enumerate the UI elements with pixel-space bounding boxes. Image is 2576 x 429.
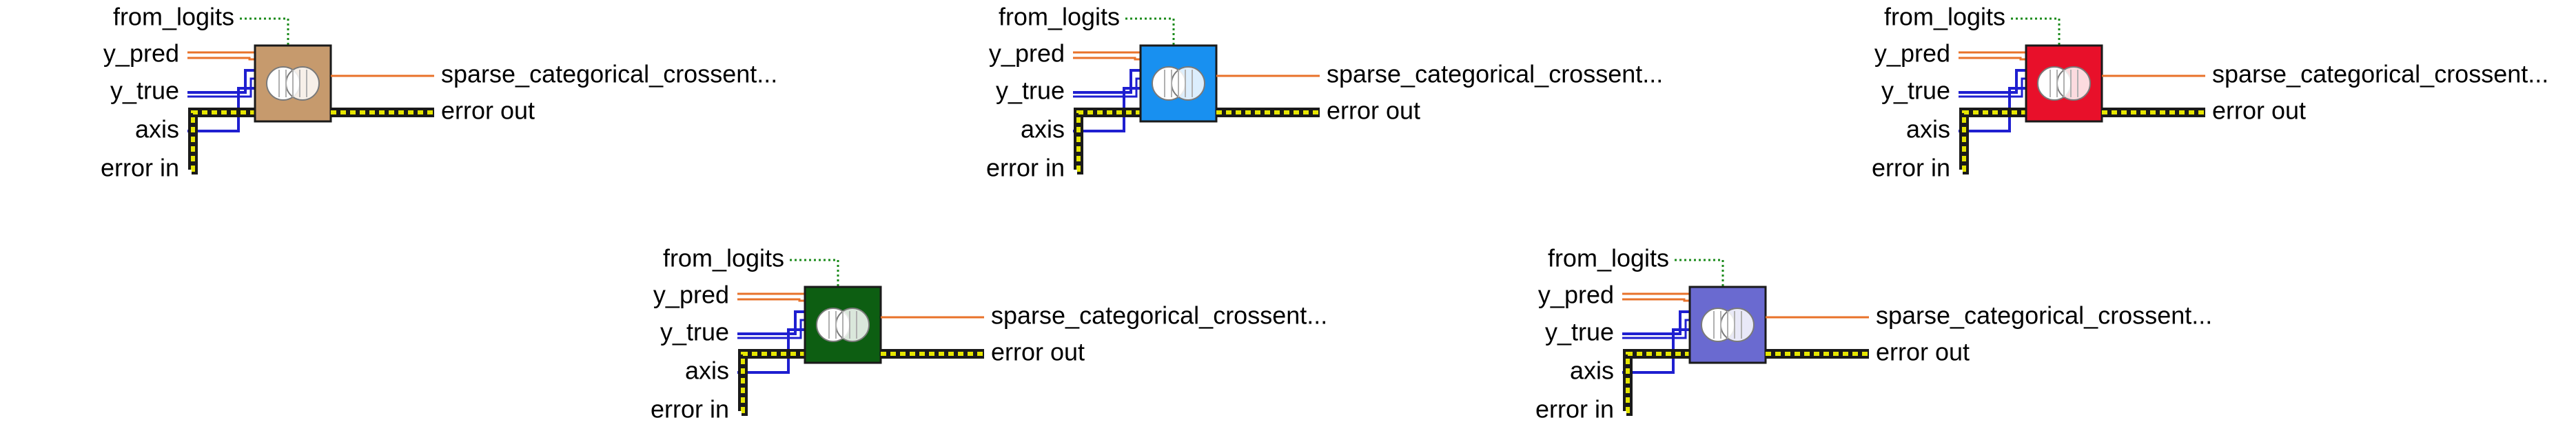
axis-label: axis	[1021, 115, 1065, 143]
y-pred-label: y_pred	[653, 281, 729, 309]
error-out-label: error out	[2212, 97, 2306, 125]
from-logits-label: from_logits	[663, 244, 784, 272]
error-in-wire	[741, 352, 805, 413]
from-logits-label: from_logits	[113, 3, 234, 31]
error-in-label: error in	[1535, 395, 1614, 423]
axis-label: axis	[1570, 357, 1614, 385]
axis-label: axis	[1906, 115, 1950, 143]
y-pred-wire-2	[737, 298, 805, 302]
error-in-label: error in	[1872, 154, 1950, 182]
result-output-label: sparse_categorical_crossent...	[991, 301, 1327, 330]
from-logits-wire	[790, 259, 839, 287]
error-out-label: error out	[1327, 97, 1420, 125]
y-true-label: y_true	[1545, 318, 1614, 346]
y-pred-wire-2	[1959, 57, 2026, 61]
y-true-label: y_true	[660, 318, 729, 346]
y-true-wire	[187, 69, 255, 94]
y-pred-wire-2	[1622, 298, 1690, 302]
error-in-label: error in	[986, 154, 1065, 182]
y-pred-label: y_pred	[989, 39, 1065, 68]
error-out-label: error out	[991, 338, 1085, 366]
from-logits-wire	[1125, 17, 1175, 46]
axis-label: axis	[135, 115, 179, 143]
from-logits-wire	[2011, 17, 2061, 46]
error-in-wire	[1076, 110, 1141, 172]
result-output-label: sparse_categorical_crossent...	[441, 60, 777, 88]
from-logits-wire	[240, 17, 289, 46]
venn-circles-icon	[2037, 66, 2091, 101]
venn-circles-icon	[816, 308, 870, 342]
from-logits-label: from_logits	[1548, 244, 1669, 272]
error-in-wire	[191, 110, 255, 172]
y-pred-label: y_pred	[1538, 281, 1614, 309]
error-in-wire-base	[1959, 108, 2026, 174]
y-true-label: y_true	[110, 77, 179, 105]
venn-circles-icon	[1701, 308, 1755, 342]
venn-circles-icon	[1152, 66, 1205, 101]
venn-circles-icon	[266, 66, 320, 101]
error-in-wire-base	[188, 108, 255, 174]
from-logits-label: from_logits	[1884, 3, 2005, 31]
error-in-label: error in	[101, 154, 179, 182]
error-in-wire-base	[738, 349, 805, 416]
error-in-wire	[1626, 352, 1690, 413]
error-out-label: error out	[441, 97, 535, 125]
y-pred-label: y_pred	[1874, 39, 1950, 68]
y-true-wire	[1959, 69, 2026, 94]
axis-label: axis	[685, 357, 729, 385]
from-logits-label: from_logits	[999, 3, 1120, 31]
y-true-wire	[737, 310, 805, 335]
result-output-label: sparse_categorical_crossent...	[1327, 60, 1663, 88]
y-pred-wire-2	[1073, 57, 1141, 61]
y-true-label: y_true	[1881, 77, 1950, 105]
result-output-label: sparse_categorical_crossent...	[1876, 301, 2212, 330]
y-pred-label: y_pred	[103, 39, 179, 68]
error-in-wire-base	[1623, 349, 1690, 416]
from-logits-wire	[1675, 259, 1724, 287]
error-out-label: error out	[1876, 338, 1970, 366]
y-true-wire	[1622, 310, 1690, 335]
error-in-wire-base	[1074, 108, 1141, 174]
y-true-wire	[1073, 69, 1141, 94]
error-in-wire	[1962, 110, 2026, 172]
y-pred-wire-2	[187, 57, 255, 61]
error-in-label: error in	[651, 395, 729, 423]
result-output-label: sparse_categorical_crossent...	[2212, 60, 2548, 88]
y-true-label: y_true	[996, 77, 1065, 105]
